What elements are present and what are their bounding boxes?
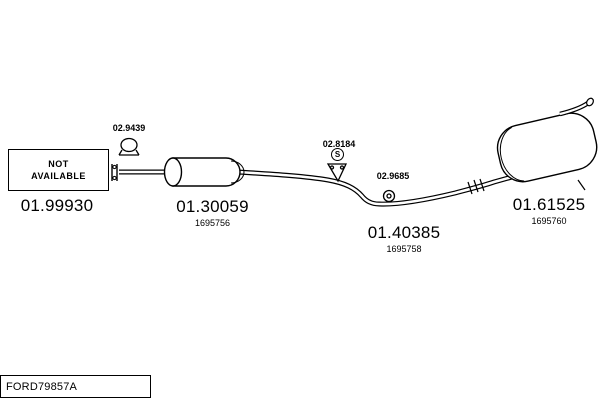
part-number-02-9685: 02.9685 [376, 171, 410, 181]
diagram-code: FORD79857A [6, 380, 78, 393]
front-flange-icon [112, 164, 117, 181]
diagram-code-box: FORD79857A [0, 375, 151, 398]
mid-pipe [238, 172, 512, 204]
ref-number-1695760: 1695760 [531, 216, 567, 226]
part-number-01-61525: 01.61525 [512, 195, 586, 214]
not-available-line1: NOT [48, 159, 69, 169]
part-number-02-8184: 02.8184 [322, 139, 356, 149]
part-number-01-99930: 01.99930 [20, 196, 94, 215]
ref-number-1695756: 1695756 [194, 218, 231, 228]
not-available-box: NOT AVAILABLE [8, 149, 109, 191]
coupling-icon [468, 179, 484, 194]
not-available-line2: AVAILABLE [31, 171, 86, 181]
rear-muffler [493, 97, 600, 190]
ref-number-1695758: 1695758 [386, 244, 422, 254]
clamp-s-symbol-icon: S [331, 148, 344, 161]
clamp-icon-9439 [119, 139, 139, 156]
hanger-icon-9685 [384, 191, 395, 202]
part-number-01-30059: 01.30059 [176, 197, 249, 216]
part-number-01-40385: 01.40385 [367, 223, 441, 242]
part-number-02-9439: 02.9439 [112, 123, 146, 133]
middle-muffler [165, 158, 245, 186]
clamp-icon-8184 [328, 164, 346, 181]
